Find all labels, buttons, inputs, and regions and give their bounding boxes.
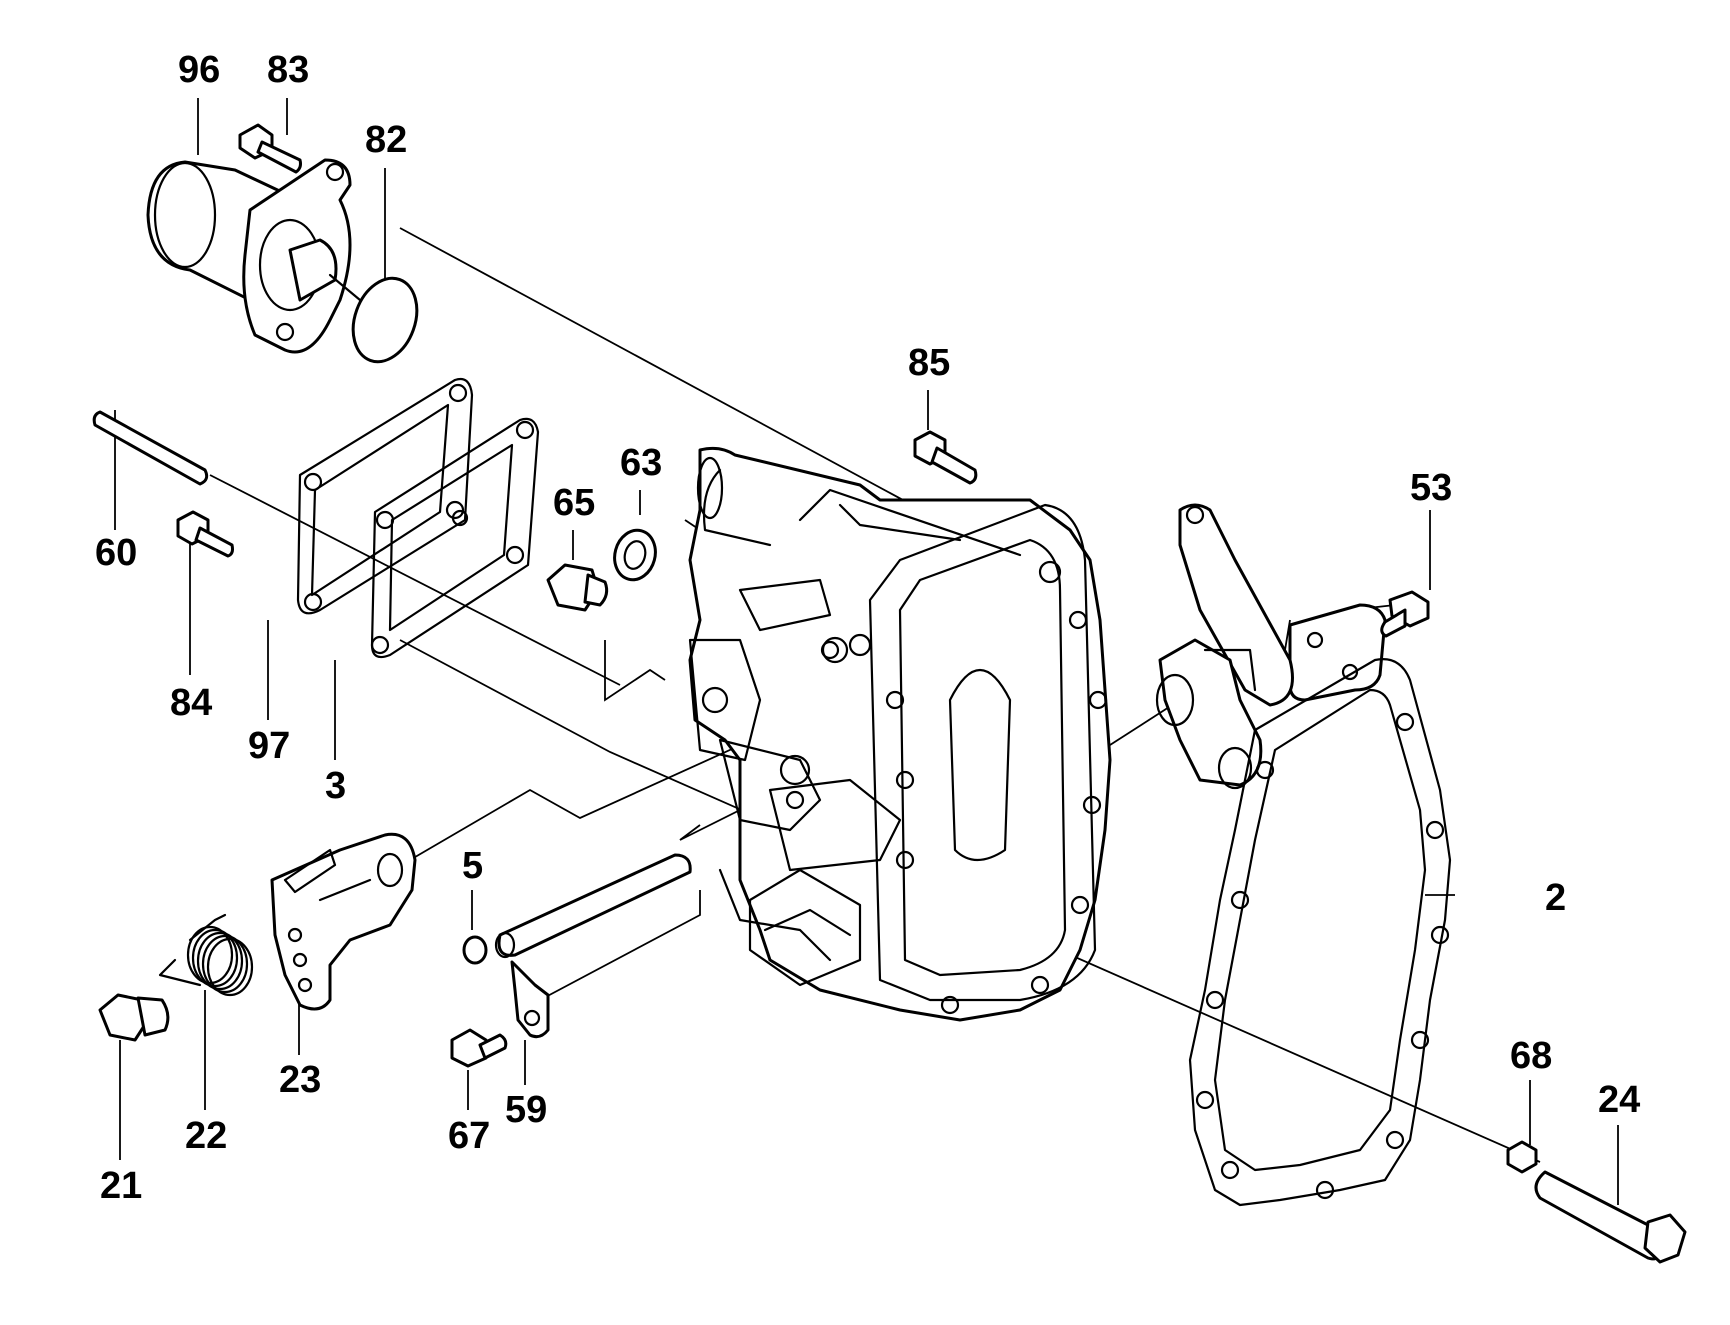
callout-85: 85 bbox=[908, 342, 950, 384]
callout-5: 5 bbox=[462, 845, 483, 887]
main-housing bbox=[688, 446, 1112, 1022]
callout-22: 22 bbox=[185, 1115, 227, 1157]
callout-3: 3 bbox=[325, 765, 346, 807]
callout-labels: 96 83 82 85 63 65 53 60 84 97 3 5 2 23 2… bbox=[95, 49, 1640, 1207]
callout-24: 24 bbox=[1598, 1079, 1640, 1121]
part-2-gasket bbox=[1188, 658, 1452, 1207]
callout-96: 96 bbox=[178, 49, 220, 91]
part-96-actuator bbox=[146, 158, 362, 354]
callout-67: 67 bbox=[448, 1115, 490, 1157]
part-53-bracket bbox=[1288, 590, 1430, 702]
part-65-plug bbox=[546, 563, 609, 612]
callout-21: 21 bbox=[100, 1165, 142, 1207]
callout-97: 97 bbox=[248, 725, 290, 767]
callout-84: 84 bbox=[170, 682, 212, 724]
callout-68: 68 bbox=[1510, 1035, 1552, 1077]
part-85-bolt bbox=[913, 430, 978, 485]
part-67-bolt bbox=[450, 1028, 508, 1068]
part-24-bolt bbox=[1534, 1170, 1687, 1264]
callout-63: 63 bbox=[620, 442, 662, 484]
callout-23: 23 bbox=[279, 1059, 321, 1101]
shaft bbox=[494, 853, 692, 959]
part-83-bolt bbox=[238, 123, 302, 174]
callout-59: 59 bbox=[505, 1089, 547, 1131]
callout-60: 60 bbox=[95, 532, 137, 574]
part-21-plug bbox=[98, 993, 170, 1042]
part-68-nut bbox=[1506, 1140, 1538, 1174]
callout-2: 2 bbox=[1545, 877, 1566, 919]
callout-82: 82 bbox=[365, 119, 407, 161]
part-59-clip bbox=[510, 960, 550, 1039]
leader-lines bbox=[209, 227, 1541, 1163]
callout-53: 53 bbox=[1410, 467, 1452, 509]
part-5-o-ring bbox=[462, 935, 488, 965]
lever-assembly bbox=[1155, 503, 1294, 790]
callout-65: 65 bbox=[553, 482, 595, 524]
part-82-o-ring bbox=[351, 276, 419, 364]
part-23-bracket bbox=[270, 832, 417, 1011]
part-97-gasket bbox=[296, 377, 474, 615]
part-63-washer bbox=[613, 528, 657, 582]
part-22-spring bbox=[158, 913, 254, 997]
part-84-bolt bbox=[176, 510, 234, 558]
part-60-stud bbox=[92, 410, 209, 486]
callout-83: 83 bbox=[267, 49, 309, 91]
part-3-cover-plate bbox=[370, 417, 540, 659]
